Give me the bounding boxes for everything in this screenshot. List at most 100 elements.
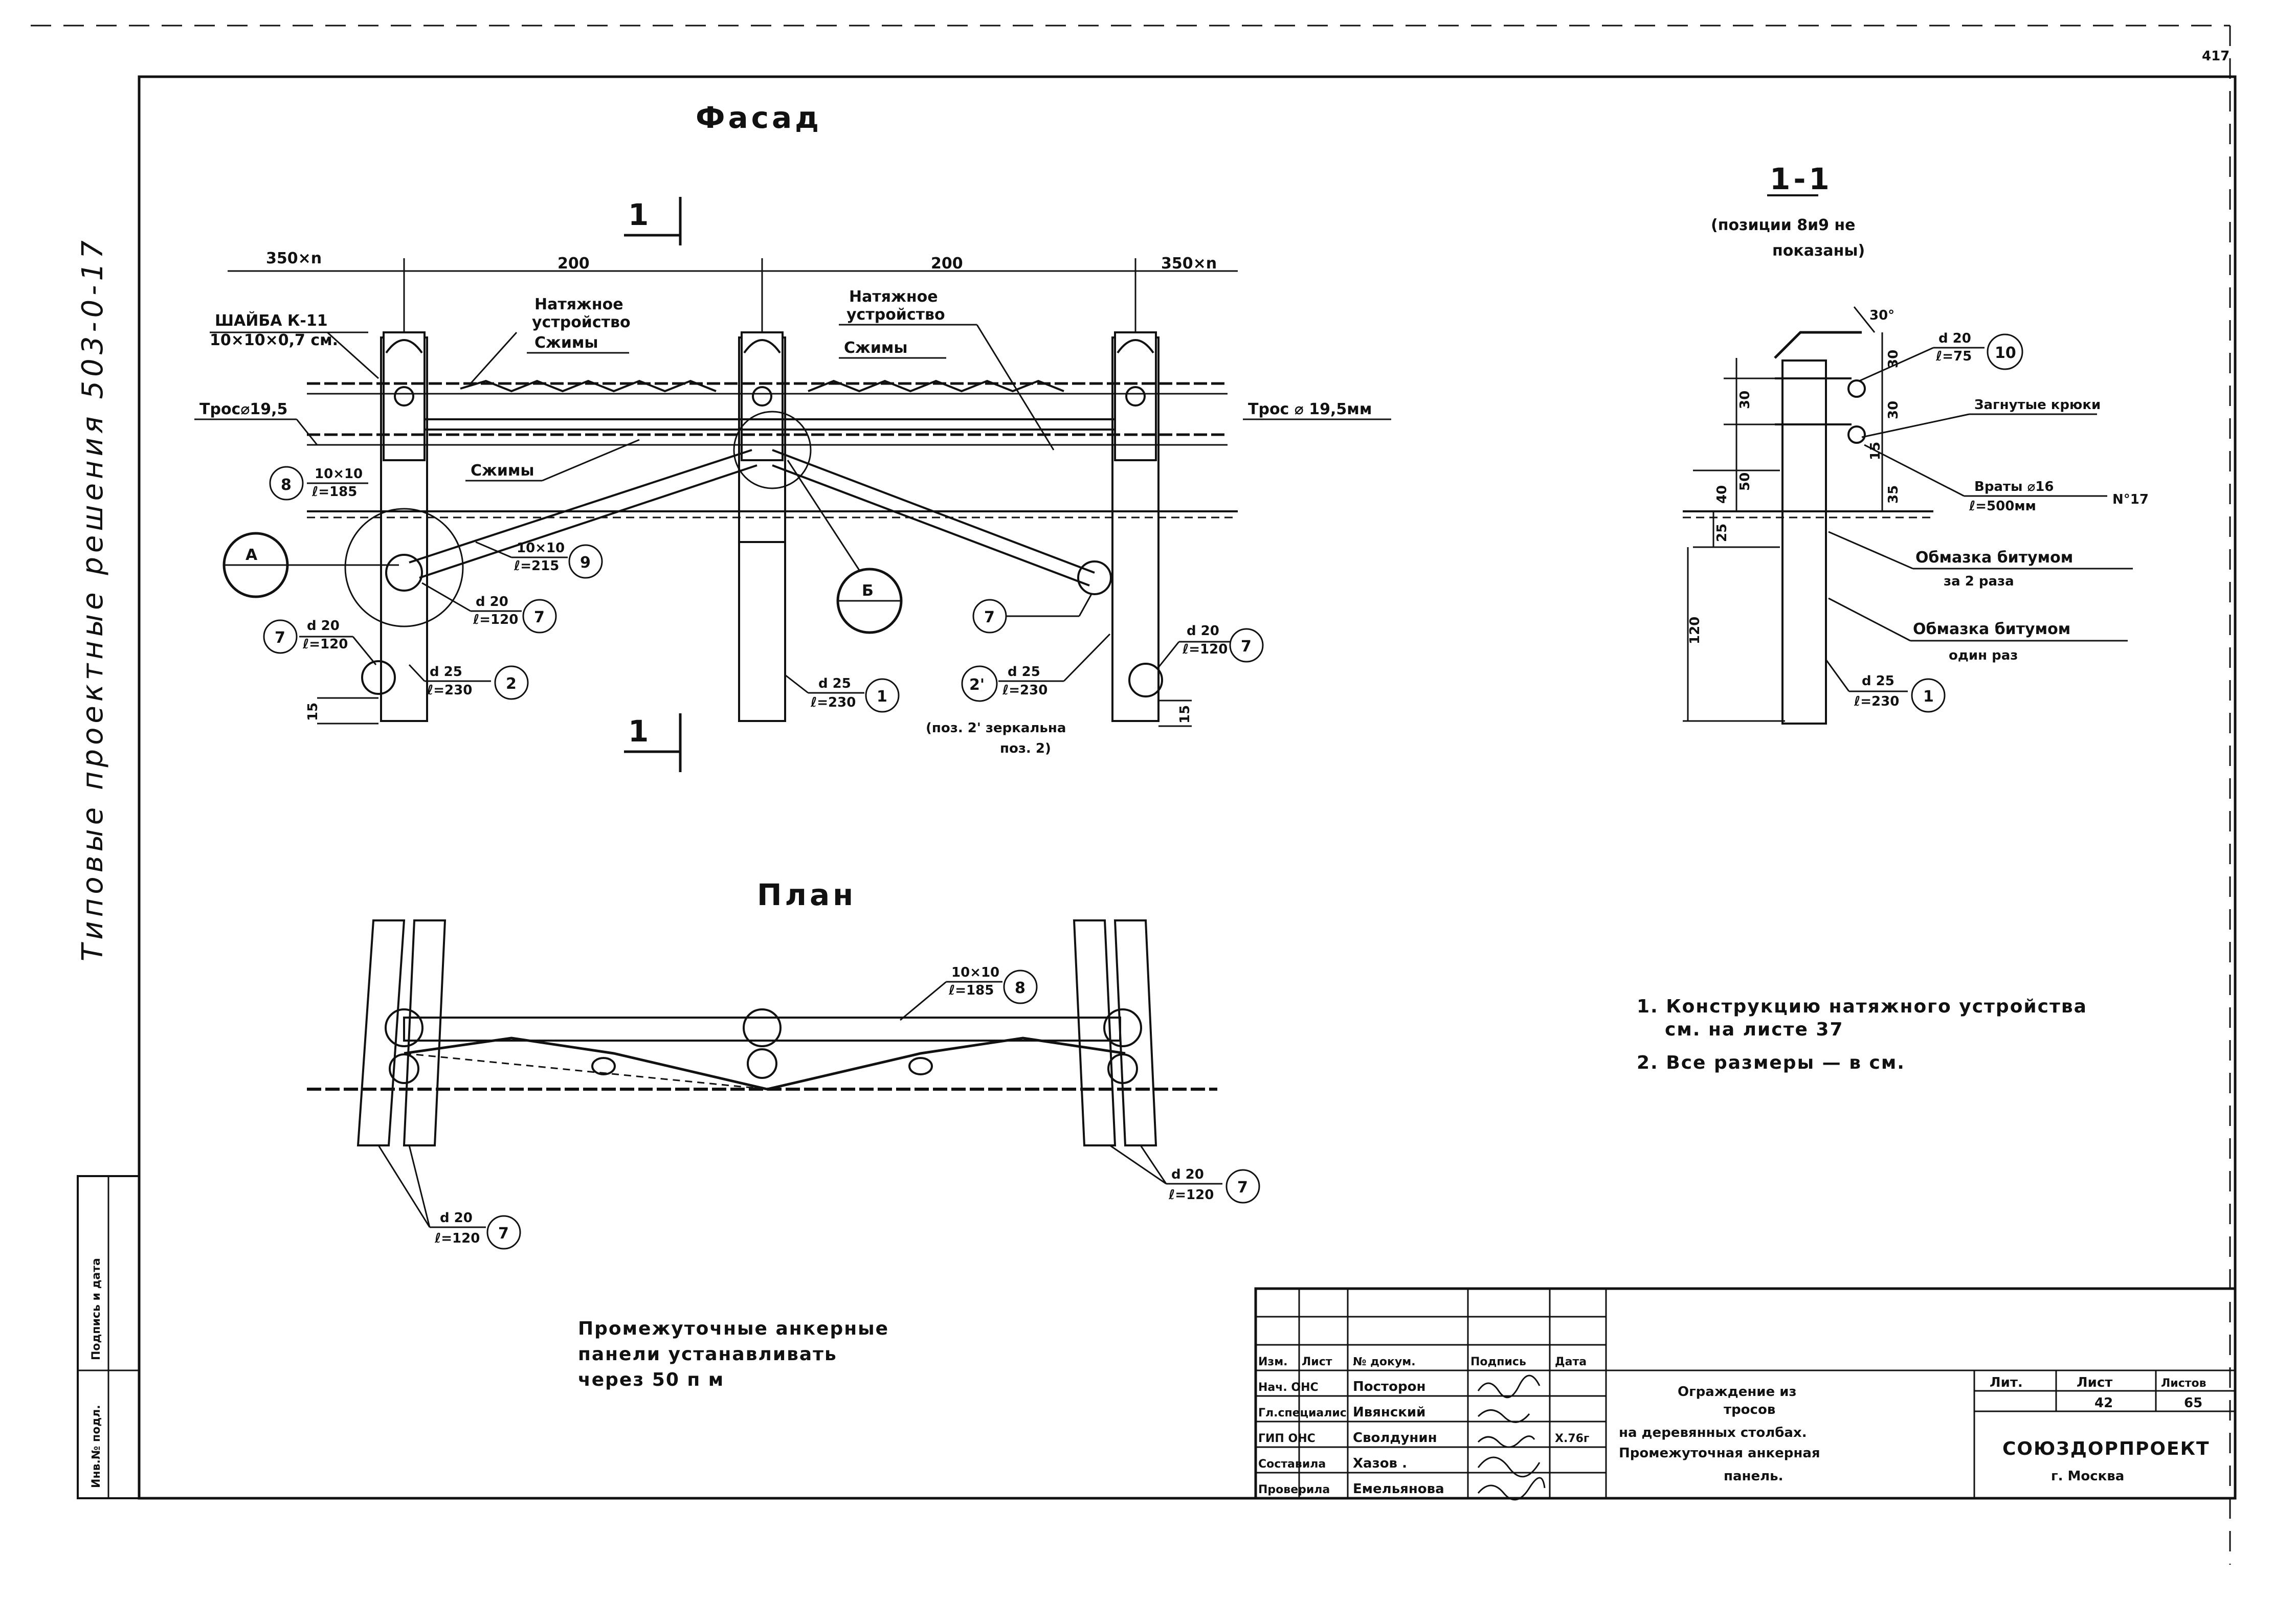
svg-text:7: 7 [1237, 1179, 1248, 1197]
tb-role-1: Нач. ОНС [1258, 1381, 1319, 1394]
stamp-inv-label: Инв.№ подл. [90, 1405, 103, 1488]
tb-name-1: Посторон [1353, 1379, 1425, 1394]
plan-marker-p7-left [486, 1215, 521, 1250]
p7a-l: ℓ=120 [473, 612, 518, 627]
tb-name-2: Ивянский [1353, 1405, 1425, 1420]
tb-date-3: X.76г [1555, 1432, 1589, 1445]
tb-city: г. Москва [2051, 1469, 2124, 1484]
svg-text:1: 1 [628, 197, 652, 232]
mirror-note-2: поз. 2) [1000, 741, 1051, 756]
p1-l: ℓ=230 [810, 695, 856, 710]
section-p1-l: ℓ=230 [1854, 694, 1899, 709]
p7c-l: ℓ=120 [1182, 642, 1228, 657]
tb-name-5: Емельянова [1353, 1481, 1444, 1497]
label-brace-no: N°17 [2112, 492, 2149, 507]
plan-p7-left-d: d 20 [440, 1210, 473, 1226]
p9-len: ℓ=215 [514, 558, 559, 574]
plan-p8-len: ℓ=185 [948, 983, 994, 998]
svg-text:8: 8 [281, 476, 292, 494]
ground-line [307, 510, 1238, 519]
section-mark-top: 1 [624, 197, 682, 245]
svg-text:7: 7 [275, 629, 285, 647]
tb-desc-5: панель. [1724, 1469, 1783, 1484]
svg-text:10: 10 [1995, 344, 2016, 362]
label-hooks: Загнутые крюки [1974, 397, 2101, 413]
tb-role-3: ГИП ОНС [1258, 1432, 1316, 1445]
p1-d: d 25 [818, 676, 851, 691]
signatures [1477, 1374, 1546, 1501]
bolts [361, 386, 1163, 697]
post-right [1111, 331, 1160, 722]
marker-p9 [568, 544, 603, 579]
corner-number: 417 [2202, 49, 2230, 64]
label-tension-left-1: Натяжное [534, 296, 623, 313]
install-note-2: панели устанавливать [578, 1344, 837, 1365]
cables [307, 382, 1228, 446]
svg-text:8: 8 [1015, 979, 1026, 997]
marker-p2p [961, 665, 998, 702]
label-tension-right-2: устройство [846, 306, 945, 324]
dimension-line-top [228, 258, 1238, 337]
label-clamps-bottom: Сжимы [471, 462, 534, 480]
plan-p7-right-l: ℓ=120 [1168, 1187, 1214, 1203]
svg-text:2': 2' [969, 676, 985, 694]
trim-lines [31, 25, 2231, 1565]
label-coat-1a: Обмазка битумом [1915, 549, 2073, 567]
post-left [380, 331, 428, 722]
svg-text:7: 7 [534, 609, 545, 626]
plan-p7-right-d: d 20 [1171, 1167, 1204, 1182]
marker-p10 [1987, 333, 2023, 370]
main-frame [138, 75, 2237, 1500]
tb-header-sign: Подпись [1470, 1356, 1526, 1368]
section-angle: 30° [1869, 308, 1894, 323]
p2p-l: ℓ=230 [1002, 683, 1047, 698]
p9-size: 10×10 [517, 540, 565, 556]
p7b-d: d 20 [307, 618, 340, 634]
facade-view: Фасад 1 1 350×n 200 200 350×n [194, 100, 1391, 772]
svg-text:2: 2 [506, 675, 517, 693]
label-washer-size: 10×10×0,7 см. [210, 331, 338, 349]
marker-p7c [972, 599, 1007, 634]
p7a-d: d 20 [476, 594, 508, 610]
marker-p7b [263, 619, 298, 654]
install-note-1: Промежуточные анкерные [578, 1318, 889, 1339]
tb-sheet-label: Лист [2077, 1375, 2112, 1390]
p7c-d: d 20 [1187, 623, 1219, 639]
general-notes: 1. Конструкцию натяжного устройства см. … [1637, 996, 2087, 1073]
svg-text:1: 1 [877, 688, 887, 706]
note-1: 1. Конструкцию натяжного устройства [1637, 996, 2087, 1017]
tension-device-right [808, 379, 1064, 393]
section-dim-35: 35 [1886, 485, 1901, 504]
label-brace-len: ℓ=500мм [1969, 499, 2036, 514]
tb-sheet-no: 42 [2094, 1395, 2113, 1411]
detail-circle-b [733, 411, 812, 489]
p2p-d: d 25 [1008, 664, 1040, 680]
marker-p1 [865, 678, 900, 713]
svg-text:Б: Б [862, 582, 874, 600]
tb-role-2: Гл.специалис [1258, 1407, 1347, 1419]
tb-role-5: Проверила [1258, 1483, 1330, 1496]
marker-b [836, 568, 903, 634]
plan-p7-left-l: ℓ=120 [434, 1231, 480, 1246]
note-1b: см. на листе 37 [1665, 1019, 1844, 1040]
p10-l: ℓ=75 [1935, 349, 1972, 364]
label-coat-2b: один раз [1949, 648, 2018, 663]
svg-text:1: 1 [1923, 688, 1934, 706]
tb-header-date: Дата [1555, 1356, 1587, 1368]
tb-desc-1: Ограждение из [1678, 1384, 1797, 1400]
tb-name-3: Сволдунин [1353, 1430, 1437, 1446]
install-note: Промежуточные анкерные панели устанавлив… [578, 1318, 889, 1390]
section-view: 1-1 (позиции 8и9 не показаны) 30° [1683, 162, 2149, 725]
p8-size: 10×10 [315, 466, 363, 482]
section-post [1781, 359, 1827, 725]
p2-l: ℓ=230 [427, 683, 472, 698]
tension-device-left [460, 379, 717, 393]
section-dim-30c: 30 [1886, 401, 1901, 419]
section-title: 1-1 [1770, 162, 1833, 196]
svg-text:9: 9 [580, 554, 591, 572]
post-middle [738, 331, 786, 722]
label-clamps-left: Сжимы [534, 334, 598, 352]
tb-sheets-label: Листов [2161, 1377, 2206, 1390]
label-washer: ШАЙБА К-11 [215, 311, 328, 330]
